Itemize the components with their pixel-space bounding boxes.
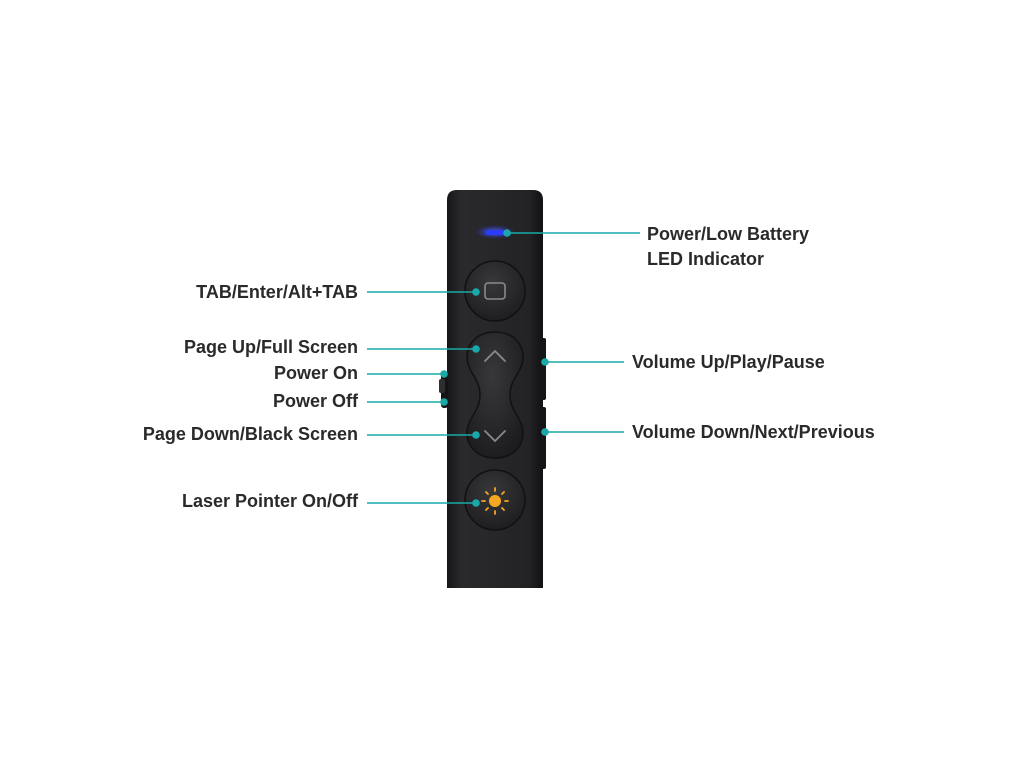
- tab-enter-label: TAB/Enter/Alt+TAB: [196, 282, 358, 302]
- power-led-label-line2: LED Indicator: [647, 249, 765, 269]
- power-led-indicator: [485, 230, 505, 235]
- volume-down-label: Volume Down/Next/Previous: [632, 422, 875, 442]
- power-led-label-line1: Power/Low Battery: [647, 224, 810, 244]
- power-led-label: Power/Low Battery LED Indicator: [647, 222, 809, 272]
- volume-up-side-button[interactable]: [541, 338, 546, 400]
- power-off-label: Power Off: [272, 391, 358, 411]
- square-icon: [484, 282, 506, 300]
- page-up-down-rocker[interactable]: [466, 331, 524, 459]
- laser-label: Laser Pointer On/Off: [181, 491, 358, 511]
- power-switch-knob[interactable]: [439, 379, 445, 393]
- page-up-label: Page Up/Full Screen: [183, 337, 358, 357]
- volume-up-label: Volume Up/Play/Pause: [632, 352, 825, 372]
- sun-icon: [481, 487, 509, 515]
- power-on-label: Power On: [273, 363, 358, 383]
- chevron-up-icon: [484, 350, 506, 362]
- chevron-down-icon: [484, 430, 506, 442]
- volume-down-side-button[interactable]: [541, 407, 546, 469]
- tab-enter-button[interactable]: [464, 260, 526, 322]
- page-down-label: Page Down/Black Screen: [142, 424, 358, 444]
